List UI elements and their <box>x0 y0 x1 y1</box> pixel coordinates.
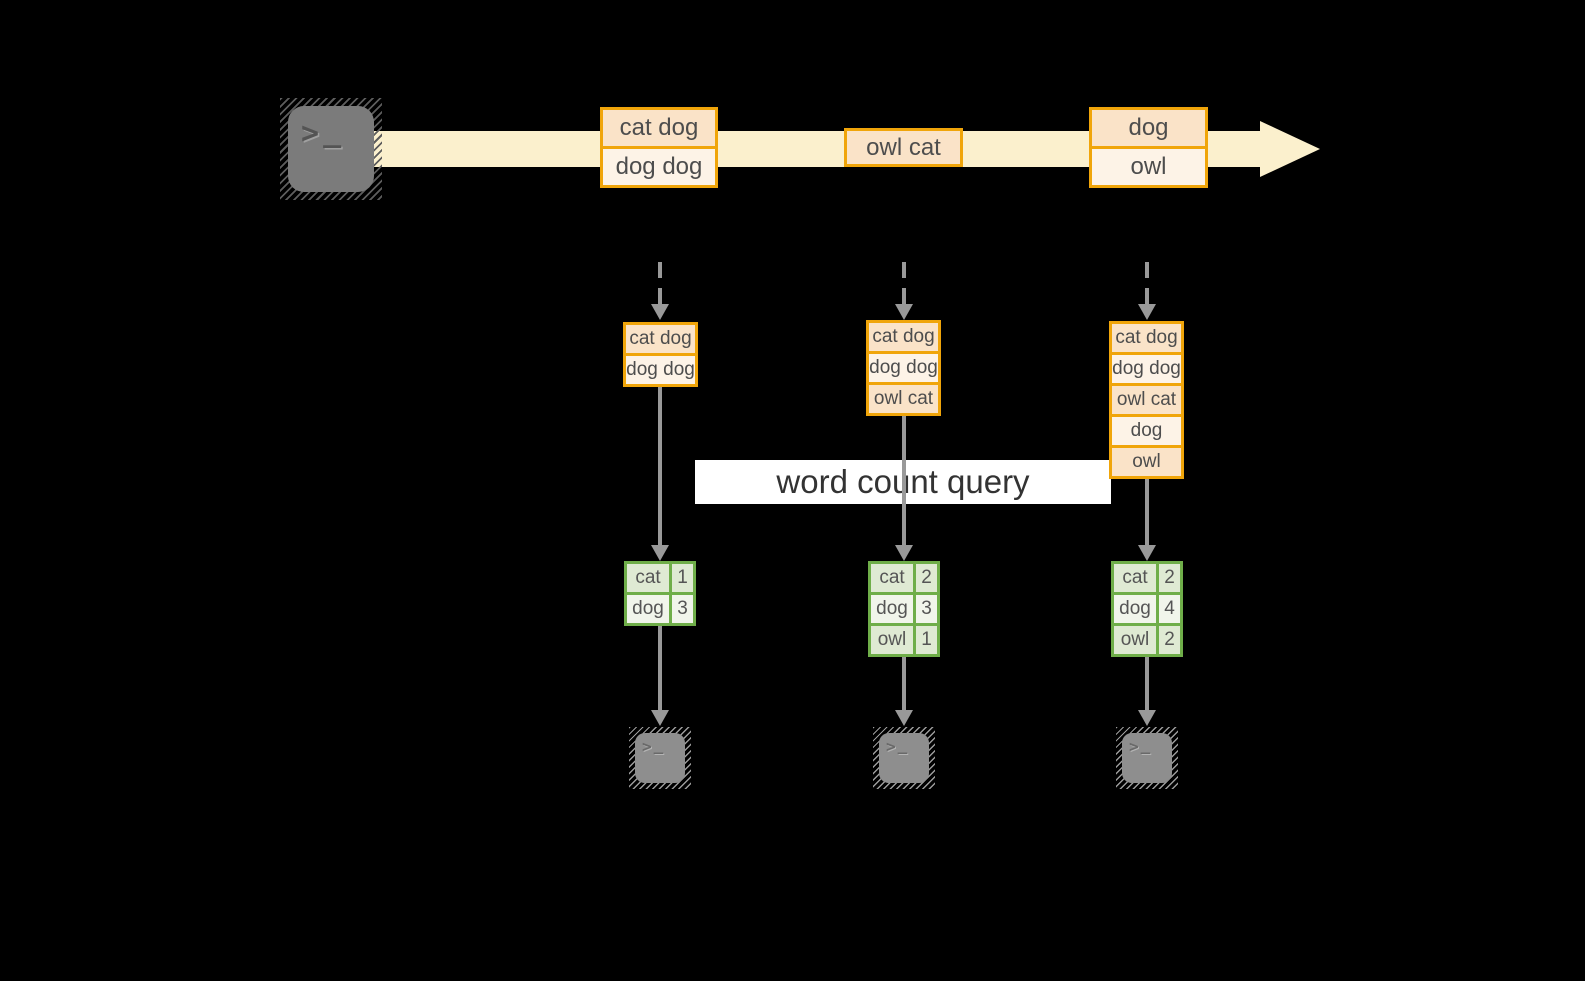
buffer-cell: dog dog <box>626 356 695 384</box>
record-cell: cat dog <box>603 110 715 146</box>
stream-record: owl cat <box>844 128 963 167</box>
prompt-chevron-icon: > <box>642 737 654 756</box>
query-arrowhead-icon <box>1138 545 1156 561</box>
prompt-cursor-icon: _ <box>323 114 346 149</box>
ingest-arrowhead-icon <box>1138 304 1156 320</box>
word-cell: owl <box>871 626 913 654</box>
prompt-cursor-icon: _ <box>1140 735 1153 754</box>
query-arrowhead-icon <box>895 545 913 561</box>
buffer-cell: dog dog <box>1112 355 1181 383</box>
record-buffer: cat dog dog dog owl cat <box>866 320 941 416</box>
count-cell: 2 <box>1159 564 1180 592</box>
buffer-cell: owl cat <box>869 385 938 413</box>
output-arrowhead-icon <box>651 710 669 726</box>
word-cell: dog <box>627 595 669 623</box>
buffer-cell: cat dog <box>626 325 695 353</box>
word-cell: cat <box>871 564 913 592</box>
query-arrow <box>658 387 662 545</box>
terminal-prompt-icon: >_ <box>886 735 910 756</box>
word-cell: cat <box>627 564 669 592</box>
terminal-screen: >_ <box>288 106 374 192</box>
ingest-arrow <box>902 262 906 305</box>
count-cell: 2 <box>1159 626 1180 654</box>
word-cell: cat <box>1114 564 1156 592</box>
record-cell: owl cat <box>847 131 960 164</box>
buffer-cell: owl <box>1112 448 1181 476</box>
word-cell: dog <box>1114 595 1156 623</box>
prompt-chevron-icon: > <box>1129 737 1141 756</box>
output-arrow <box>1145 657 1149 710</box>
source-terminal-icon: >_ <box>280 98 382 200</box>
terminal-prompt-icon: >_ <box>642 735 666 756</box>
stream-record: cat dog dog dog <box>600 107 718 188</box>
query-arrow <box>902 416 906 545</box>
buffer-cell: cat dog <box>869 323 938 351</box>
query-arrowhead-icon <box>651 545 669 561</box>
terminal-prompt-icon: >_ <box>1129 735 1153 756</box>
record-buffer: cat dog dog dog <box>623 322 698 387</box>
stream-record: dog owl <box>1089 107 1208 188</box>
count-cell: 1 <box>672 564 693 592</box>
output-arrowhead-icon <box>895 710 913 726</box>
record-cell: dog <box>1092 110 1205 146</box>
buffer-cell: dog <box>1112 417 1181 445</box>
record-cell: owl <box>1092 149 1205 185</box>
prompt-chevron-icon: > <box>886 737 898 756</box>
query-arrow <box>1145 479 1149 545</box>
output-arrow <box>902 657 906 710</box>
ingest-arrow <box>1145 262 1149 305</box>
buffer-cell: owl cat <box>1112 386 1181 414</box>
terminal-screen: >_ <box>879 733 929 783</box>
ingest-arrowhead-icon <box>651 304 669 320</box>
count-cell: 3 <box>672 595 693 623</box>
record-cell: dog dog <box>603 149 715 185</box>
wordcount-table: cat 1 dog 3 <box>624 561 696 626</box>
output-arrowhead-icon <box>1138 710 1156 726</box>
count-cell: 4 <box>1159 595 1180 623</box>
count-cell: 3 <box>916 595 937 623</box>
buffer-cell: dog dog <box>869 354 938 382</box>
count-cell: 1 <box>916 626 937 654</box>
record-buffer: cat dog dog dog owl cat dog owl <box>1109 321 1184 479</box>
wordcount-table: cat 2 dog 4 owl 2 <box>1111 561 1183 657</box>
buffer-cell: cat dog <box>1112 324 1181 352</box>
output-arrow <box>658 626 662 710</box>
stream-arrowhead-icon <box>1260 121 1320 177</box>
sink-terminal-icon: >_ <box>1116 727 1178 789</box>
word-cell: owl <box>1114 626 1156 654</box>
ingest-arrow <box>658 262 662 305</box>
prompt-cursor-icon: _ <box>653 735 666 754</box>
terminal-screen: >_ <box>635 733 685 783</box>
prompt-chevron-icon: > <box>301 116 324 151</box>
prompt-cursor-icon: _ <box>897 735 910 754</box>
ingest-arrowhead-icon <box>895 304 913 320</box>
word-cell: dog <box>871 595 913 623</box>
sink-terminal-icon: >_ <box>873 727 935 789</box>
sink-terminal-icon: >_ <box>629 727 691 789</box>
terminal-screen: >_ <box>1122 733 1172 783</box>
wordcount-table: cat 2 dog 3 owl 1 <box>868 561 940 657</box>
count-cell: 2 <box>916 564 937 592</box>
terminal-prompt-icon: >_ <box>301 114 346 151</box>
